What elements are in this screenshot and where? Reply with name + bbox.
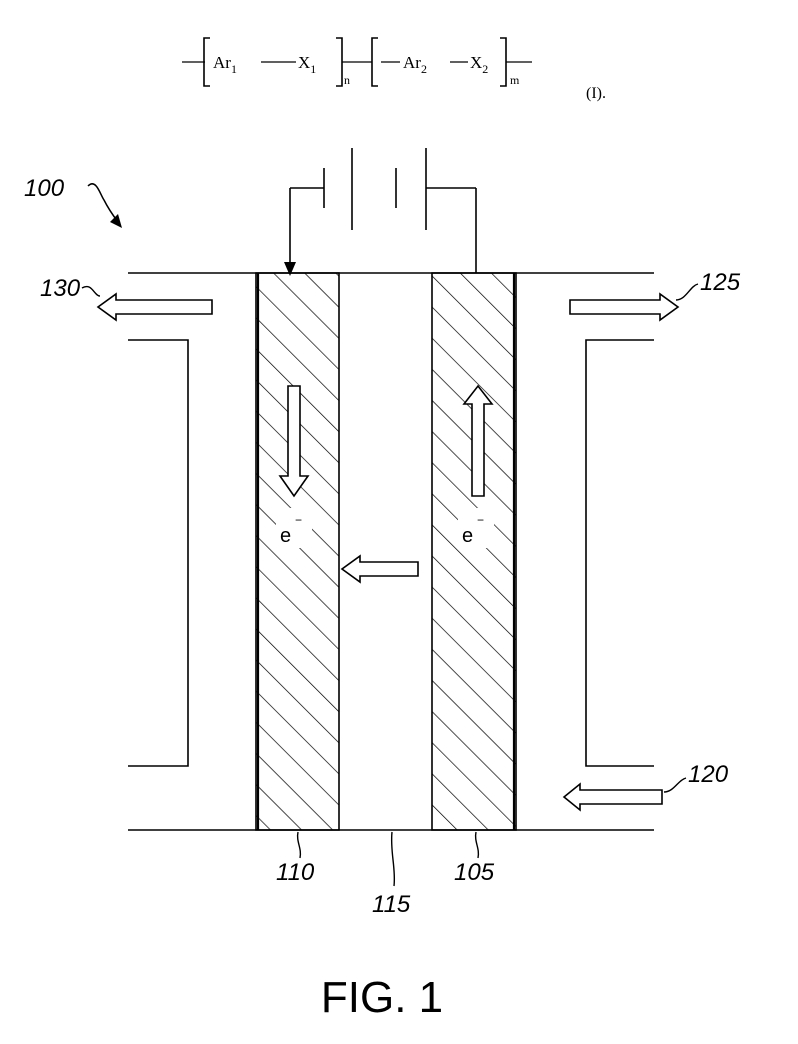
battery-circuit bbox=[290, 148, 476, 273]
formula-x2: X2 bbox=[470, 53, 488, 76]
label-outlet-125: 125 bbox=[700, 269, 741, 296]
device-leader bbox=[88, 184, 118, 222]
svg-text:e: e bbox=[462, 525, 473, 547]
svg-text:e: e bbox=[280, 525, 291, 547]
device-leader-arrowhead bbox=[110, 214, 122, 228]
formula-label: (I). bbox=[586, 85, 606, 102]
svg-text:−: − bbox=[295, 513, 302, 527]
label-membrane-115: 115 bbox=[372, 891, 411, 918]
label-outlet-130: 130 bbox=[40, 275, 81, 302]
electron-left: e − bbox=[276, 508, 312, 548]
label-device-100: 100 bbox=[24, 175, 65, 202]
arrow-ion-flow bbox=[342, 556, 418, 582]
formula-n: n bbox=[344, 73, 350, 87]
formula-ar2: Ar2 bbox=[403, 53, 427, 76]
label-inlet-120: 120 bbox=[688, 761, 729, 788]
label-electrode-105: 105 bbox=[454, 859, 495, 886]
arrow-inlet-120 bbox=[564, 784, 662, 810]
arrow-outlet-125 bbox=[570, 294, 678, 320]
label-electrode-110: 110 bbox=[276, 859, 315, 886]
formula-ar1: Ar1 bbox=[213, 53, 237, 76]
electrode-110 bbox=[256, 273, 339, 830]
formula-structure: Ar1 X1 n Ar2 X2 m (I). bbox=[182, 38, 606, 102]
arrow-outlet-130 bbox=[98, 294, 212, 320]
figure-caption: FIG. 1 bbox=[321, 973, 443, 1022]
formula-x1: X1 bbox=[298, 53, 316, 76]
electrode-105 bbox=[432, 273, 516, 830]
electron-right: e − bbox=[458, 508, 494, 548]
housing-walls bbox=[128, 273, 654, 830]
formula-m: m bbox=[510, 73, 520, 87]
svg-text:−: − bbox=[477, 513, 484, 527]
